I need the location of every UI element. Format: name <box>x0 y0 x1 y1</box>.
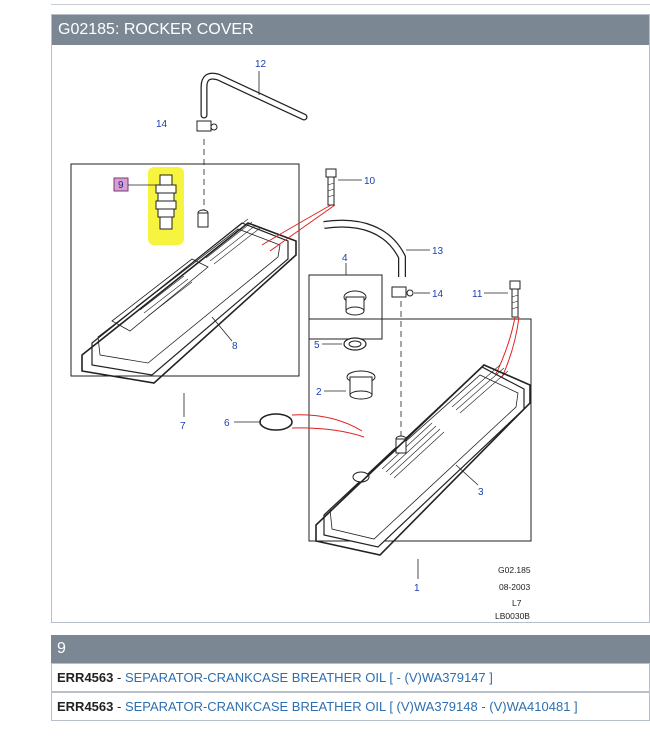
right-assembly-frame <box>308 318 532 542</box>
diagram-panel: G02185: ROCKER COVER <box>51 14 650 623</box>
part-description-link[interactable]: SEPARATOR-CRANKCASE BREATHER OIL [ - (V)… <box>124 670 493 685</box>
callout-13: 13 <box>432 246 444 257</box>
callout-9-box <box>113 177 129 192</box>
rocker-cover-left-8 <box>91 209 289 376</box>
callout-9: 9 <box>118 180 124 191</box>
callout-3: 3 <box>478 487 484 498</box>
section-header: 9 <box>51 635 650 663</box>
callout-10: 10 <box>364 176 376 187</box>
hose-clip-14 <box>196 120 218 132</box>
callout-11: 11 <box>472 289 483 300</box>
diagram-code: L7 <box>512 598 522 608</box>
exploded-diagram: 12 14 9 10 13 4 14 11 8 5 2 7 6 3 1 G02.… <box>52 45 649 622</box>
diagram-date: 08-2003 <box>499 582 530 592</box>
breather-hose-13 <box>323 219 406 277</box>
callout-7: 7 <box>180 421 186 432</box>
part-row[interactable]: ERR4563 - SEPARATOR-CRANKCASE BREATHER O… <box>51 663 650 692</box>
oil-separator-9 <box>155 174 177 230</box>
gasket-left-7 <box>81 222 297 384</box>
left-assembly-frame <box>70 163 300 377</box>
callout-8: 8 <box>232 341 238 352</box>
seal-ring-6 <box>259 413 293 431</box>
cap-frame <box>308 274 383 340</box>
top-rule <box>51 0 650 5</box>
part-row[interactable]: ERR4563 - SEPARATOR-CRANKCASE BREATHER O… <box>51 692 650 721</box>
callout-5: 5 <box>314 340 320 351</box>
part-separator: - <box>113 699 125 714</box>
callout-14-lower: 14 <box>432 289 444 300</box>
bolt-10 <box>325 168 337 206</box>
part-description-link[interactable]: SEPARATOR-CRANKCASE BREATHER OIL [ (V)WA… <box>124 699 578 714</box>
callout-12: 12 <box>255 59 267 70</box>
cap-seal-5 <box>343 337 367 351</box>
gasket-right-1 <box>315 364 531 556</box>
panel-title: G02185: ROCKER COVER <box>52 15 649 45</box>
callout-6: 6 <box>224 418 230 429</box>
callout-4: 4 <box>342 253 348 264</box>
breather-hose-12 <box>200 72 308 121</box>
part-separator: - <box>113 670 125 685</box>
oil-filler-cap-4 <box>343 290 367 316</box>
diagram-id: LB0030B <box>495 611 530 621</box>
bolt-11 <box>509 280 521 318</box>
part-code: ERR4563 <box>57 699 114 714</box>
callout-2: 2 <box>316 387 322 398</box>
diagram-ref: G02.185 <box>498 565 531 575</box>
callout-1: 1 <box>414 583 420 594</box>
filler-neck-2 <box>346 370 376 400</box>
part-code: ERR4563 <box>57 670 114 685</box>
hose-clip-14-lower <box>391 286 414 298</box>
callout-14-upper: 14 <box>156 119 168 130</box>
